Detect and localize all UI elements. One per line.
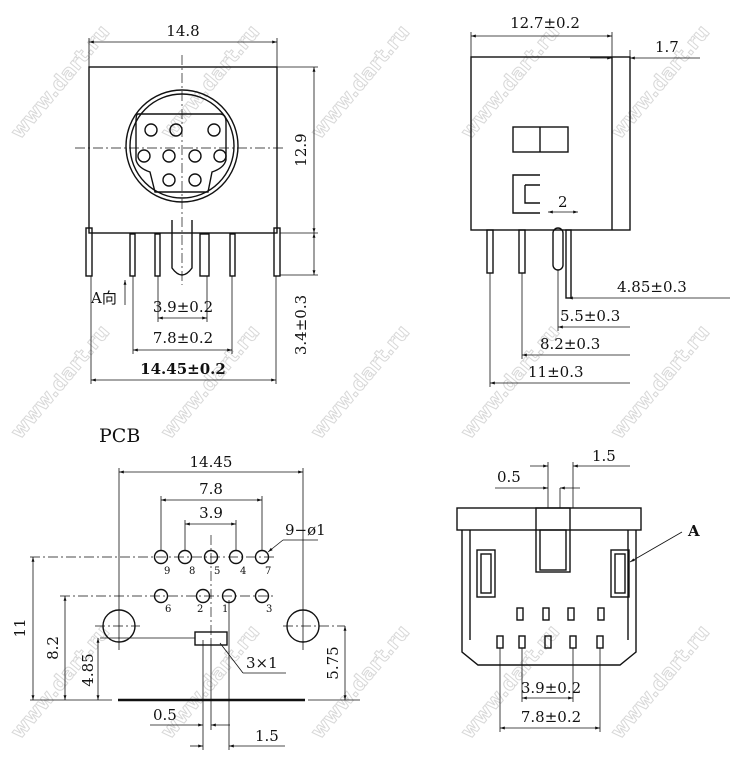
bottom-dim-1-5: 1.5	[592, 447, 616, 465]
side-view: 2 12.7±0.2 1.7 4.85±0.3 5.5±0.3 8.2±0.3 …	[470, 14, 730, 387]
bottom-dim-pitch-outer: 7.8±0.2	[521, 708, 581, 726]
watermark: www.dart.ru	[5, 20, 114, 143]
pcb-title: PCB	[99, 425, 140, 447]
pcb-dim-1-5: 1.5	[255, 727, 279, 745]
socket-pins	[137, 123, 227, 187]
pin-label: 3	[266, 604, 272, 615]
watermark: www.dart.ru	[305, 320, 414, 443]
pin-label: 8	[189, 566, 195, 577]
pcb-dim-8-2: 8.2	[44, 636, 62, 660]
dim-width-top: 14.8	[166, 22, 199, 40]
pin-label: 4	[240, 566, 246, 577]
pin-label: 7	[265, 566, 271, 577]
hole-spec: 9−ø1	[285, 521, 326, 539]
dim-pin-length: 3.4±0.3	[292, 295, 310, 355]
dim-4: 11±0.3	[528, 363, 584, 381]
dim-1: 4.85±0.3	[617, 278, 687, 296]
pcb-view: PCB 14.45 7.8 3.9 9−ø1 9 8 5 4 7 6 2 1 3	[11, 425, 360, 750]
bottom-view: 0.5 1.5 A 3.9±0.2 7.8±0.2	[456, 447, 700, 732]
dim-pitch-outer: 7.8±0.2	[153, 329, 213, 347]
watermark-layer: www.dart.ru www.dart.ru www.dart.ru www.…	[5, 20, 715, 744]
watermark: www.dart.ru	[605, 320, 714, 443]
dim-pitch-inner: 3.9±0.2	[153, 298, 213, 316]
view-a-label: A	[687, 522, 700, 540]
watermark: www.dart.ru	[455, 20, 564, 143]
bottom-dim-0-5: 0.5	[497, 468, 521, 486]
pcb-dim-pitch-outer: 7.8	[199, 480, 223, 498]
slot-spec: 3×1	[246, 654, 278, 672]
pcb-holes-row2: 6 2 1 3	[153, 588, 272, 615]
bottom-dim-pitch-inner: 3.9±0.2	[521, 679, 581, 697]
dim-height: 12.9	[292, 133, 310, 166]
pin-label: 9	[164, 566, 170, 577]
watermark: www.dart.ru	[5, 320, 114, 443]
dim-flange: 1.7	[655, 38, 679, 56]
pcb-dim-pitch-inner: 3.9	[199, 504, 223, 522]
front-view: 14.8 12.9 3.4±0.3 A向 3.9±0.2 7.8±0.2 14.…	[75, 22, 318, 384]
pcb-dim-11: 11	[11, 618, 29, 637]
direction-label: A向	[90, 289, 117, 307]
dim-tab: 2	[558, 193, 568, 211]
pcb-holes-row1: 9 8 5 4 7	[153, 549, 271, 577]
dim-3: 8.2±0.3	[540, 335, 600, 353]
pcb-dim-width: 14.45	[190, 453, 233, 471]
pin-label: 6	[165, 604, 171, 615]
watermark: www.dart.ru	[305, 620, 414, 743]
pin-label: 1	[222, 604, 228, 615]
dim-width-bottom: 14.45±0.2	[140, 360, 226, 378]
pcb-dim-0-5: 0.5	[153, 706, 177, 724]
dim-2: 5.5±0.3	[560, 307, 620, 325]
watermark: www.dart.ru	[305, 20, 414, 143]
pcb-dim-5-75: 5.75	[324, 646, 342, 679]
pin-label: 5	[214, 566, 220, 577]
pin-label: 2	[197, 604, 203, 615]
pcb-dim-4-85: 4.85	[79, 653, 97, 686]
dim-depth: 12.7±0.2	[510, 14, 580, 32]
watermark: www.dart.ru	[605, 620, 714, 743]
front-legs	[85, 227, 281, 277]
